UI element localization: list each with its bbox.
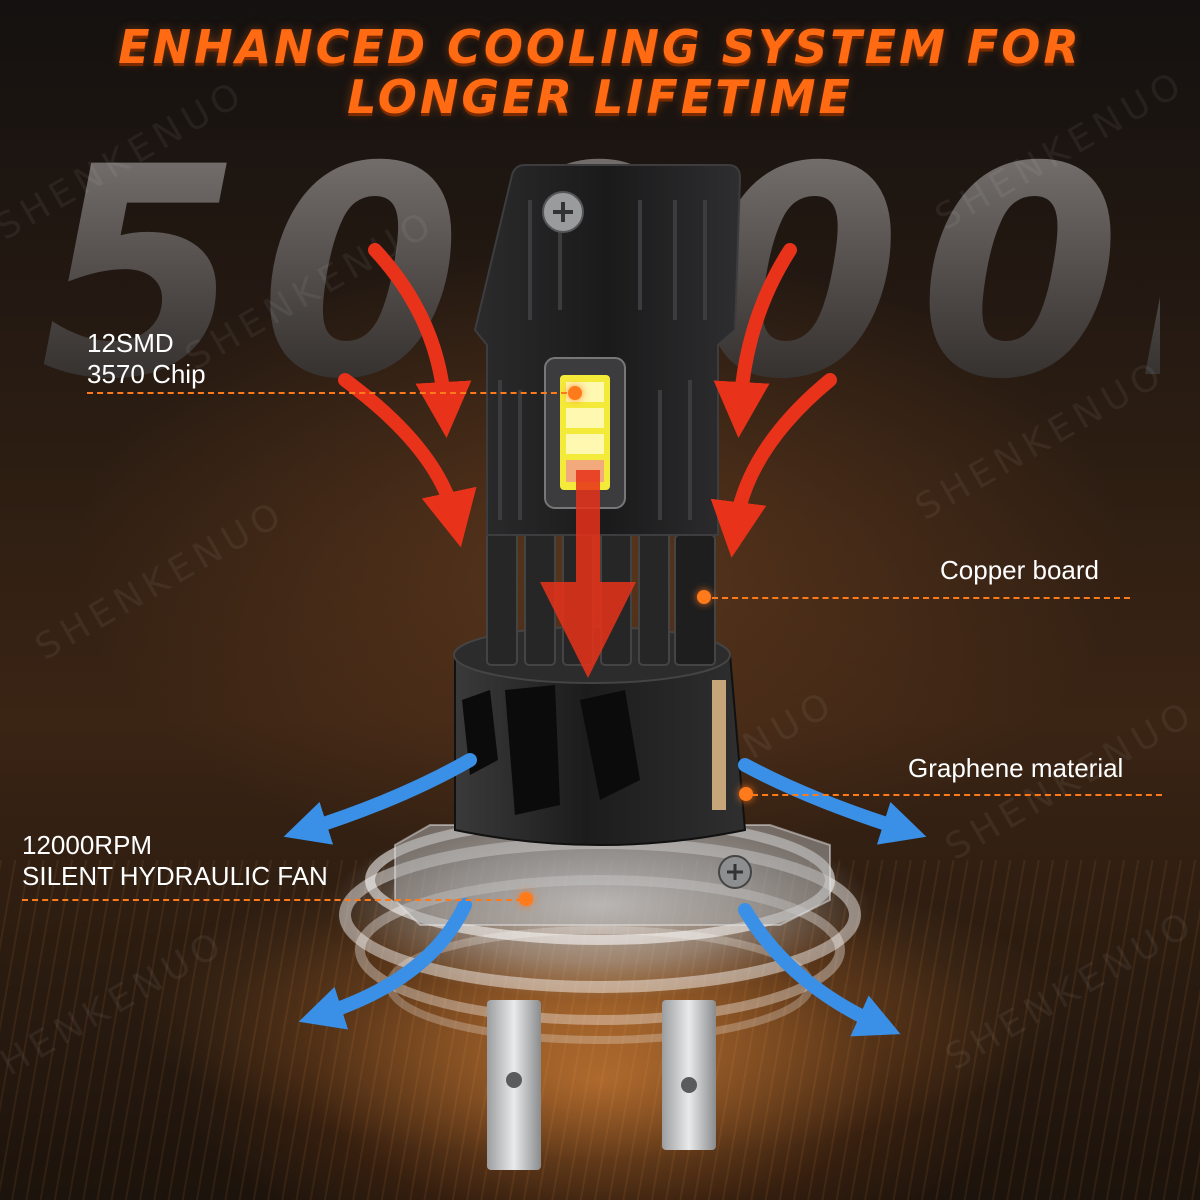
chip-leader-line bbox=[87, 392, 567, 394]
headline-line-1: ENHANCED COOLING SYSTEM FOR bbox=[118, 20, 1082, 74]
copper-board-leader-line bbox=[712, 597, 1130, 599]
chip-callout-line-1: 12SMD bbox=[87, 328, 174, 358]
graphene-dot bbox=[739, 787, 753, 801]
graphene-leader-line bbox=[752, 794, 1162, 796]
headline: ENHANCED COOLING SYSTEM FOR LONGER LIFET… bbox=[0, 22, 1200, 122]
fan-callout-line-2: SILENT HYDRAULIC FAN bbox=[22, 861, 328, 891]
chip-callout-label: 12SMD 3570 Chip bbox=[87, 328, 206, 390]
fan-leader-line bbox=[22, 899, 522, 901]
chip-callout-dot bbox=[568, 386, 582, 400]
chip-callout-line-2: 3570 Chip bbox=[87, 359, 206, 389]
graphene-material-label: Graphene material bbox=[908, 753, 1124, 783]
fan-callout-line-1: 12000RPM bbox=[22, 830, 153, 860]
fan-callout-dot bbox=[519, 892, 533, 906]
copper-board-label: Copper board bbox=[940, 555, 1099, 585]
headline-line-2: LONGER LIFETIME bbox=[347, 70, 853, 124]
copper-board-dot bbox=[697, 590, 711, 604]
fan-callout-label: 12000RPM SILENT HYDRAULIC FAN bbox=[22, 830, 328, 892]
